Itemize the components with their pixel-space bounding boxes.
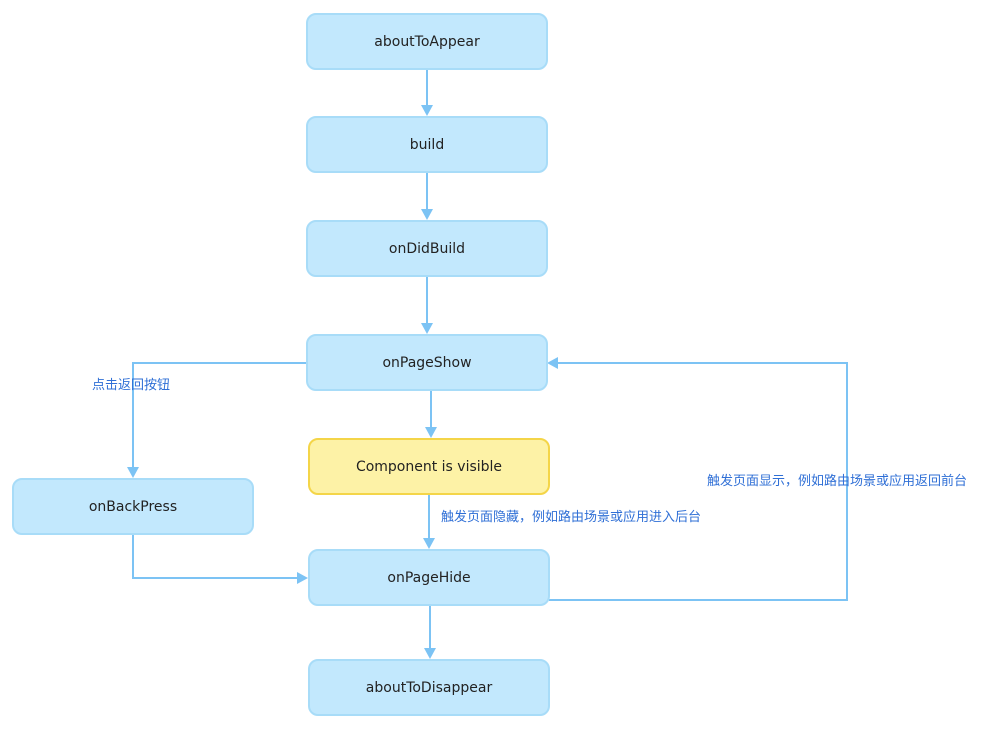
label-page-shown: 触发页面显示，例如路由场景或应用返回前台 [707,474,968,489]
arrowhead-pagehide [423,538,435,549]
node-about-to-appear: aboutToAppear [306,13,548,70]
label-back-button: 点击返回按钮 [92,378,171,393]
node-on-page-hide: onPageHide [308,549,550,606]
arrowhead-backpress [127,467,139,478]
node-on-did-build: onDidBuild [306,220,548,277]
node-about-to-disappear: aboutToDisappear [308,659,550,716]
node-build: build [306,116,548,173]
arrowhead-visible [425,427,437,438]
node-on-back-press: onBackPress [12,478,254,535]
node-component-visible: Component is visible [308,438,550,495]
edge-backpress-to-pagehide [132,535,298,579]
arrowhead-disappear [424,648,436,659]
arrowhead-build [421,105,433,116]
edge-pagehide-to-pageshow [549,362,848,601]
arrowhead-pageshow-right [547,357,558,369]
arrowhead-didbuild [421,209,433,220]
node-on-page-show: onPageShow [306,334,548,391]
edge-pageshow-to-backpress [132,362,306,468]
arrowhead-pagehide-left [297,572,308,584]
arrowhead-pageshow [421,323,433,334]
label-page-hidden: 触发页面隐藏，例如路由场景或应用进入后台 [441,510,702,525]
